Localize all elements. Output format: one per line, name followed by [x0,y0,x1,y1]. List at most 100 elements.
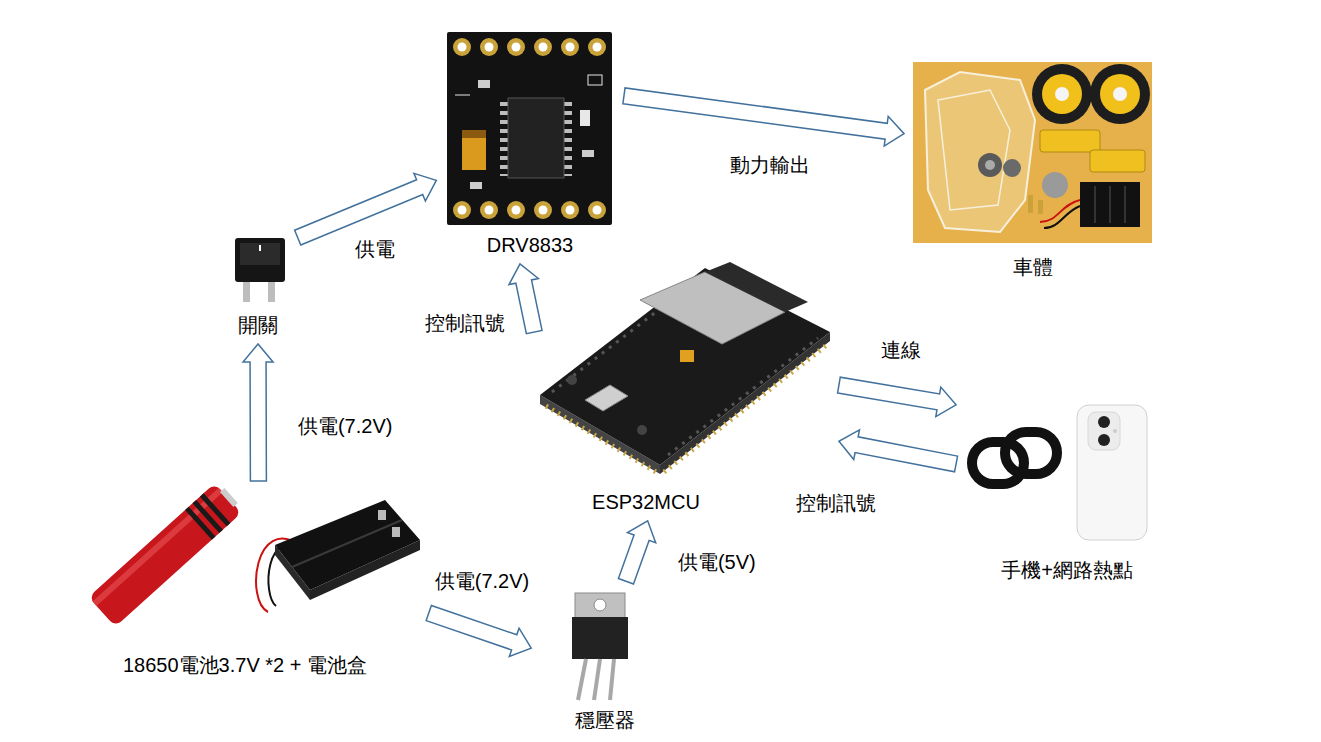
block-arrow [618,521,655,584]
edge-label: 動力輸出 [727,152,813,177]
drv8833-board-part [447,32,612,225]
battery-holder-part [292,520,402,567]
drv8833-board-part [593,43,602,52]
edge-label: 供電(5V) [675,550,759,575]
node-caption: 18650電池3.7V *2 + 電池盒 [121,653,369,680]
car-kit-photo-part [978,153,1002,177]
car-kit-photo-part [1113,87,1127,101]
node-caption: 開關 [236,313,280,340]
drv8833-board-part [470,182,482,189]
phone-picture-part [1098,416,1110,428]
edge-label: 控制訊號 [793,490,879,515]
car-kit-photo-part [1032,64,1092,124]
drv8833-board-part [512,206,521,215]
node-caption: 車體 [1011,255,1055,282]
voltage-regulator-part [575,593,625,621]
drv8833-board-part [561,201,579,219]
drv8833-board-part [566,43,575,52]
car-kit-photo-part [1042,74,1082,114]
drv8833-board-part [453,201,471,219]
drv8833-board-part [539,206,548,215]
voltage-regulator-part [578,659,586,700]
car-kit-photo-part [1040,200,1080,222]
drv8833-board-part [593,206,602,215]
battery-holder-part [392,527,400,537]
car-kit-photo-part [1003,159,1021,177]
battery-cell-part [220,488,238,507]
edge-label: 供電(7.2V) [295,413,395,438]
voltage-regulator-part [572,617,628,659]
driver-module: DRV8833 [440,28,620,260]
car-kit-photo-part [913,62,1152,243]
battery-cell-part [88,483,241,626]
battery-cell-part [92,488,222,606]
hotspot-logo [972,432,1057,484]
car-kit-photo-part [925,72,1035,232]
drv8833-board-part [588,201,606,219]
drv8833-board-part [480,38,498,56]
car-kit-photo-part [1055,87,1069,101]
drv8833-board-part [566,206,575,215]
power-switch: 開關 [222,228,294,340]
edge-label: 連線 [878,337,924,362]
car-kit-photo-part [1100,74,1140,114]
hotspot-logo-part [972,442,1024,484]
block-arrow [426,605,531,656]
esp32-board-part [567,375,577,385]
voltage-regulator-part [594,659,600,700]
voltage-regulator-part [610,659,614,700]
rocker-switch-part [259,245,261,251]
battery-holder-part [275,500,420,590]
rocker-switch-part [268,282,275,302]
rocker-switch-part [240,243,280,265]
car-kit-photo-part [1040,130,1100,152]
drv8833-board-part [534,38,552,56]
node-caption: 手機+網路熱點 [999,558,1135,585]
voltage-regulator [572,593,628,700]
drv8833-board-part [580,110,590,126]
car-kit-photo-part [1042,172,1068,198]
car-kit-photo-part [1094,186,1096,223]
drv8833-board-part [500,102,508,176]
drv8833-board-part [478,80,490,88]
car-body: 車體 [908,58,1158,282]
rocker-switch-part [235,238,285,282]
battery-holder-part [378,510,386,520]
car-kit-photo-part [1044,206,1080,228]
drv8833-board-part [458,206,467,215]
node-caption: 穩壓器 [573,708,637,735]
phone-picture-part [1088,412,1120,450]
car-kit-photo-part [1124,186,1126,223]
car-kit-photo-part [1028,195,1033,213]
block-arrow [838,377,956,416]
car-kit-photo-part [1090,64,1150,124]
car-kit-photo [913,62,1152,243]
drv8833-board-part [462,130,486,170]
car-kit-photo-part [985,160,995,170]
drv8833-board-part [458,43,467,52]
phone-picture-part [1113,429,1117,433]
drv8833-board-part [480,201,498,219]
esp32-board-part [680,350,694,362]
esp32-board-part [585,385,628,411]
esp32-board [540,262,830,474]
drv8833-board-part [485,206,494,215]
esp32-board-part [668,338,818,455]
phone-hotspot: 手機+網路熱點 [960,400,1160,585]
voltage-regulator-part [594,599,606,611]
node-caption: ESP32MCU [590,490,702,517]
battery-cell [88,481,244,627]
block-arrow [509,264,542,334]
esp32-board-part [705,262,808,312]
phone-picture-part [1098,434,1110,446]
mcu-board: ESP32MCU [535,262,835,517]
drv8833-board-part [588,38,606,56]
drv8833-board-part [508,98,564,178]
drv8833-board-part [512,43,521,52]
voltage-regulator: 穩壓器 [535,585,675,735]
drv8833-board-part [588,75,602,85]
drv8833-board-part [455,95,470,96]
